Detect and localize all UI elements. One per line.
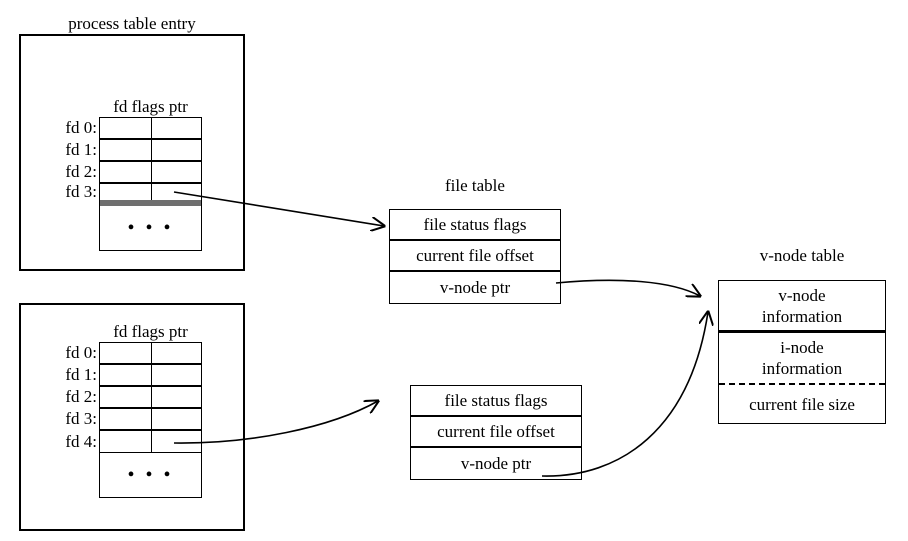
fd-row-label: fd 1: [65, 365, 97, 384]
inode-information-line-1: i-node [780, 338, 824, 357]
process-table-entry-2-box: fd flags ptr fd 0: fd 1: fd 2: fd 3: fd … [19, 303, 245, 531]
fd-cell-divider [150, 162, 152, 182]
file-table-row-current-offset[interactable]: current file offset [411, 417, 581, 448]
current-file-size-label: current file size [749, 394, 855, 414]
process-table-entry-1-box: fd flags ptr fd 0: fd 1: fd 2: fd 3: • •… [19, 34, 245, 271]
fd-table-1-header: fd flags ptr [113, 97, 188, 116]
fd-table-ellipsis: • • • [100, 206, 201, 250]
fd-cell-divider [150, 409, 152, 429]
vnode-information-line-2: information [761, 306, 843, 326]
file-table-caption: file table [445, 176, 505, 195]
fd-cell-divider [150, 431, 152, 452]
fd-row[interactable]: fd 0: [65, 343, 201, 365]
process-table-entry-caption: process table entry [68, 14, 196, 33]
fd-table-ellipsis: • • • [100, 453, 201, 497]
fd-row[interactable]: fd 3: [65, 409, 201, 431]
fd-row[interactable]: fd 1: [65, 140, 201, 162]
fd-row[interactable]: fd 0: [65, 118, 201, 140]
fd-row-label: fd 4: [65, 431, 97, 451]
fd-row-label: fd 1: [65, 140, 97, 159]
fd-table-2: fd flags ptr fd 0: fd 1: fd 2: fd 3: fd … [65, 322, 202, 498]
arrow-file-table-1-to-vnode-table [555, 279, 700, 296]
fd-row[interactable]: fd 1: [65, 365, 201, 387]
fd-cell-divider [150, 140, 152, 160]
file-table-row-status-flags[interactable]: file status flags [411, 386, 581, 417]
fd-cell-divider [150, 343, 152, 363]
fd-row-label: fd 2: [65, 387, 97, 406]
fd-cell-divider [150, 118, 152, 138]
fd-row-label: fd 0: [65, 343, 97, 362]
inode-information-line-2: information [761, 359, 843, 378]
fd-cell-divider [150, 387, 152, 407]
vnode-table-caption: v-node table [759, 246, 845, 265]
file-table-row-vnode-ptr[interactable]: v-node ptr [460, 453, 532, 473]
fd-row-label: fd 0: [65, 118, 97, 137]
fd-row-highlighted[interactable]: fd 4: [65, 431, 201, 453]
fd-cell-divider [150, 365, 152, 385]
file-table-row-status-flags[interactable]: file status flags [390, 210, 560, 241]
vnode-information-line-1: v-node [778, 285, 826, 305]
file-table-row-current-offset[interactable]: current file offset [390, 241, 560, 272]
fd-cell-divider [150, 184, 152, 200]
vnode-table-row-inode-information[interactable]: i-node information [719, 333, 885, 385]
file-table-2: file status flags current file offset v-… [410, 385, 582, 480]
fd-table-1: fd flags ptr fd 0: fd 1: fd 2: fd 3: • •… [65, 97, 202, 251]
vnode-table-row-vnode-information[interactable]: v-node information [719, 281, 885, 333]
fd-row-label: fd 2: [65, 162, 97, 181]
fd-row[interactable]: fd 2: [65, 162, 201, 184]
fd-row[interactable]: fd 2: [65, 387, 201, 409]
fd-row-highlighted[interactable]: fd 3: [65, 183, 201, 206]
fd-table-2-header: fd flags ptr [113, 322, 188, 341]
fd-row-label: fd 3: [65, 182, 97, 201]
fd-row-label: fd 3: [65, 409, 97, 428]
file-table-row-vnode-ptr[interactable]: v-node ptr [439, 277, 511, 297]
file-table-1: file status flags current file offset v-… [389, 209, 561, 304]
vnode-table: v-node information i-node information cu… [718, 280, 886, 424]
vnode-table-row-current-file-size[interactable]: current file size [719, 385, 885, 423]
